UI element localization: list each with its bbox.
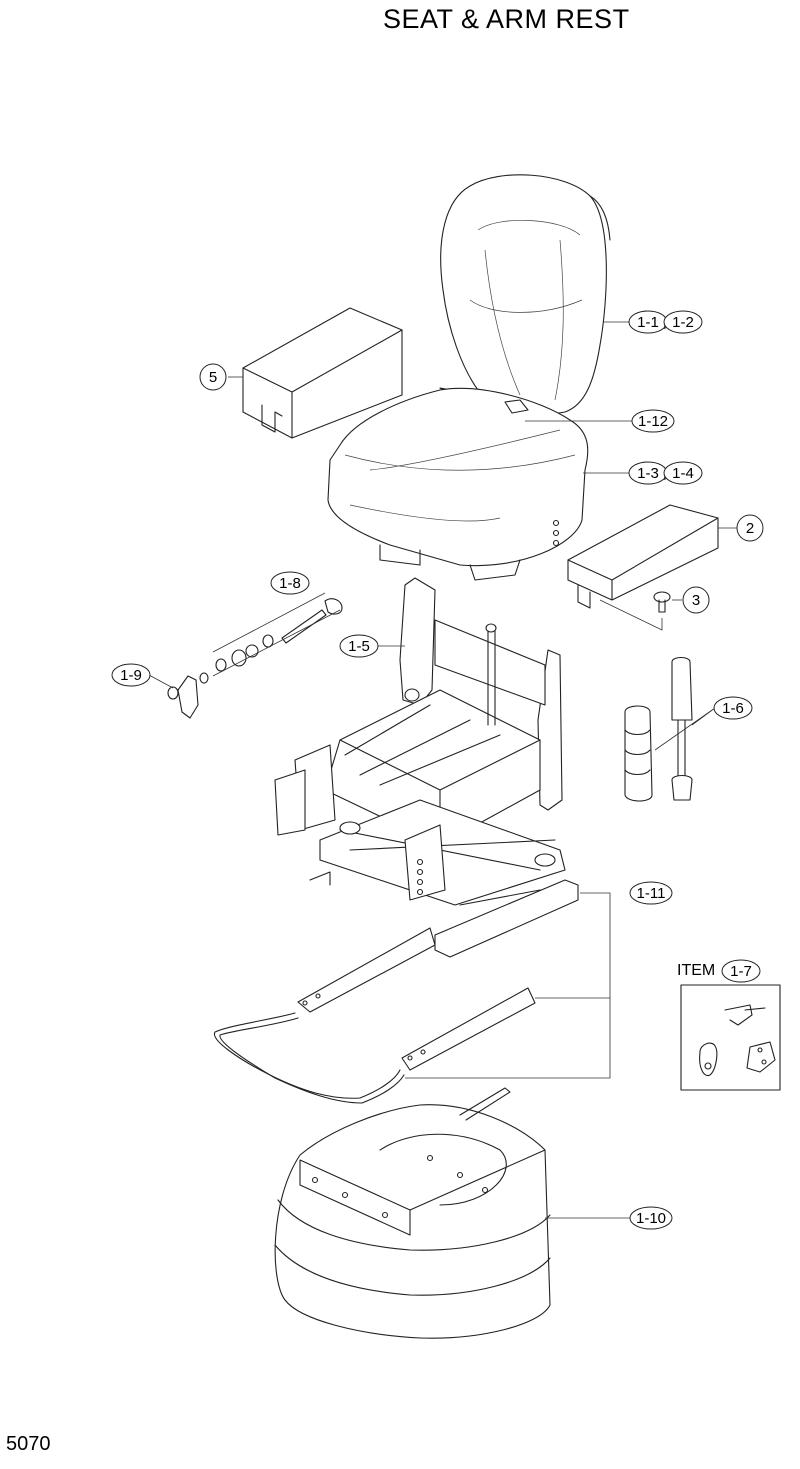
svg-text:5: 5: [209, 369, 217, 386]
backrest-part: [440, 174, 611, 415]
shock-absorber-part: [624, 656, 716, 802]
callout-1-2: 1-2: [663, 310, 703, 334]
page-number: 5070: [6, 1433, 51, 1455]
bolt-part: [599, 591, 671, 631]
svg-text:1-10: 1-10: [636, 1210, 666, 1227]
callout-1-4: 1-4: [663, 461, 703, 485]
item-box-label: ITEM: [677, 962, 716, 979]
item-1-7-box: [680, 984, 781, 1091]
armrest-right-part: [567, 504, 719, 609]
callout-2: 2: [736, 514, 764, 542]
leader-lines: [148, 321, 738, 689]
callout-1-11: 1-11: [629, 881, 673, 905]
bellows-base-part: [274, 1087, 630, 1339]
callout-1-7: 1-7: [721, 959, 761, 983]
pin-assembly-part: [199, 592, 343, 684]
callout-1-10: 1-10: [629, 1206, 673, 1230]
svg-text:1-2: 1-2: [672, 314, 694, 331]
diagram-title: SEAT & ARM REST: [383, 4, 630, 34]
svg-text:1-4: 1-4: [672, 465, 694, 482]
bracket-part: [167, 675, 199, 719]
svg-text:1-7: 1-7: [730, 963, 752, 980]
svg-text:1-6: 1-6: [722, 700, 744, 717]
callout-5: 5: [199, 363, 227, 391]
callout-1-1: 1-1: [628, 310, 668, 334]
seat-frame-part: [274, 577, 563, 846]
svg-text:1-3: 1-3: [637, 465, 659, 482]
svg-text:2: 2: [746, 520, 754, 537]
callout-1-3: 1-3: [628, 461, 668, 485]
svg-text:1-5: 1-5: [348, 638, 370, 655]
callout-1-12: 1-12: [631, 409, 675, 433]
svg-text:1-12: 1-12: [638, 413, 668, 430]
callout-1-9: 1-9: [111, 663, 151, 687]
svg-text:1-9: 1-9: [120, 667, 142, 684]
callout-1-8: 1-8: [270, 571, 310, 595]
callout-1-5: 1-5: [339, 634, 379, 658]
armrest-left-part: [242, 307, 403, 439]
rails-part: [214, 879, 611, 1104]
svg-text:1-11: 1-11: [637, 885, 666, 902]
svg-text:1-8: 1-8: [279, 575, 301, 592]
suspension-base-part: [309, 799, 566, 906]
callout-1-6: 1-6: [713, 696, 753, 720]
seat-cushion-part: [327, 387, 589, 581]
callout-3: 3: [682, 586, 710, 614]
svg-text:1-1: 1-1: [637, 314, 659, 331]
svg-text:3: 3: [692, 592, 700, 609]
